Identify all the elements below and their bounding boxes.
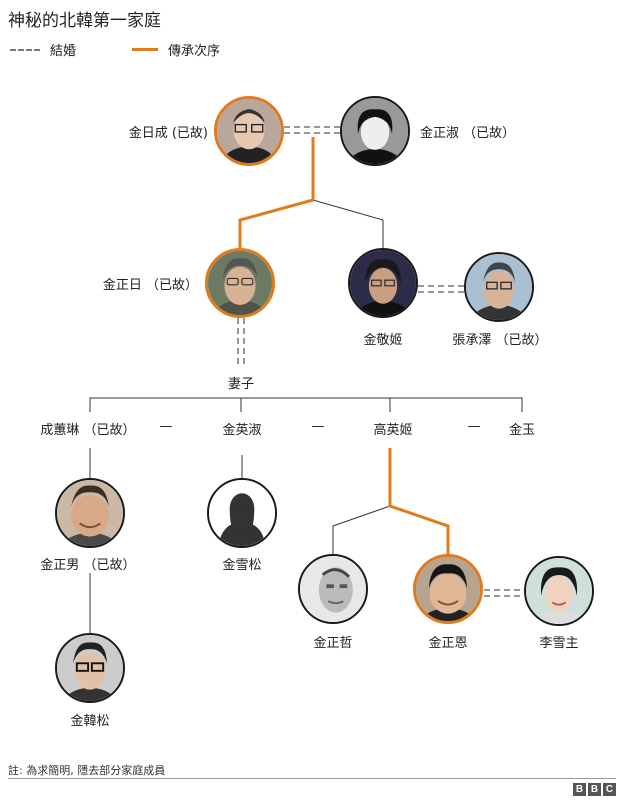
legend-marriage-label: 結婚 bbox=[50, 44, 77, 59]
name-kim-ok: 金玉 bbox=[508, 423, 536, 438]
name-kim-han-sol: 金韓松 bbox=[70, 714, 110, 729]
succession-lines bbox=[238, 137, 450, 554]
legend-succession-label: 傳承次序 bbox=[168, 44, 221, 59]
footnote: 註: 為求簡明, 隱去部分家庭成員 bbox=[8, 764, 166, 777]
bbc-letter: C bbox=[603, 783, 616, 796]
person-portrait-icon bbox=[416, 557, 480, 621]
person-portrait-icon bbox=[57, 480, 123, 546]
bbc-logo: B B C bbox=[573, 783, 616, 796]
separator: — bbox=[311, 419, 325, 434]
person-portrait-icon bbox=[466, 254, 532, 320]
portrait-kim-jong-il bbox=[205, 248, 275, 318]
footer-divider bbox=[8, 778, 616, 779]
person-portrait-icon bbox=[526, 558, 592, 624]
lineage-lines bbox=[89, 199, 523, 633]
person-portrait-icon bbox=[300, 556, 366, 622]
wives-label: 妻子 bbox=[227, 377, 255, 392]
bbc-letter: B bbox=[588, 783, 601, 796]
legend-marriage: 結婚 bbox=[10, 40, 76, 59]
marriage-lines bbox=[237, 126, 524, 597]
name-kim-jong-chol: 金正哲 bbox=[313, 636, 353, 651]
portrait-kim-jong-un bbox=[413, 554, 483, 624]
portrait-jang-song-thaek bbox=[464, 252, 534, 322]
dashed-line-icon bbox=[10, 48, 40, 51]
person-portrait-icon bbox=[342, 98, 408, 164]
person-portrait-icon bbox=[208, 251, 272, 315]
name-jang-song-thaek: 張承澤 （已故） bbox=[452, 333, 548, 348]
name-kim-jong-nam: 金正男 （已故） bbox=[40, 558, 136, 573]
portrait-kim-jong-chol bbox=[298, 554, 368, 624]
name-kim-kyong-hui: 金敬姬 bbox=[363, 333, 403, 348]
portrait-kim-jong-nam bbox=[55, 478, 125, 548]
bbc-letter: B bbox=[573, 783, 586, 796]
name-kim-il-sung: 金日成 (已故) bbox=[128, 126, 208, 141]
portrait-kim-jong-suk bbox=[340, 96, 410, 166]
name-kim-young-suk: 金英淑 bbox=[222, 423, 262, 438]
name-ko-yong-hui: 高英姬 bbox=[373, 423, 413, 438]
portrait-kim-sol-song bbox=[207, 478, 277, 548]
name-song-hye-rim: 成蕙琳 （已故） bbox=[40, 423, 136, 438]
name-ri-sol-ju: 李雪主 bbox=[539, 636, 579, 651]
name-kim-jong-suk: 金正淑 （已故） bbox=[420, 126, 516, 141]
portrait-ri-sol-ju bbox=[524, 556, 594, 626]
legend-succession: 傳承次序 bbox=[132, 40, 220, 59]
separator: — bbox=[467, 419, 481, 434]
orange-line-icon bbox=[132, 48, 158, 51]
person-portrait-icon bbox=[57, 635, 123, 701]
portrait-kim-il-sung bbox=[214, 96, 284, 166]
name-kim-jong-il: 金正日 （已故） bbox=[102, 278, 198, 293]
portrait-kim-kyong-hui bbox=[348, 248, 418, 318]
person-portrait-icon bbox=[350, 250, 416, 316]
person-portrait-icon bbox=[217, 99, 281, 163]
name-kim-sol-song: 金雪松 bbox=[222, 558, 262, 573]
silhouette-icon bbox=[209, 480, 275, 546]
name-kim-jong-un: 金正恩 bbox=[428, 636, 468, 651]
portrait-kim-han-sol bbox=[55, 633, 125, 703]
separator: — bbox=[159, 419, 173, 434]
page-title: 神秘的北韓第一家庭 bbox=[8, 11, 161, 31]
